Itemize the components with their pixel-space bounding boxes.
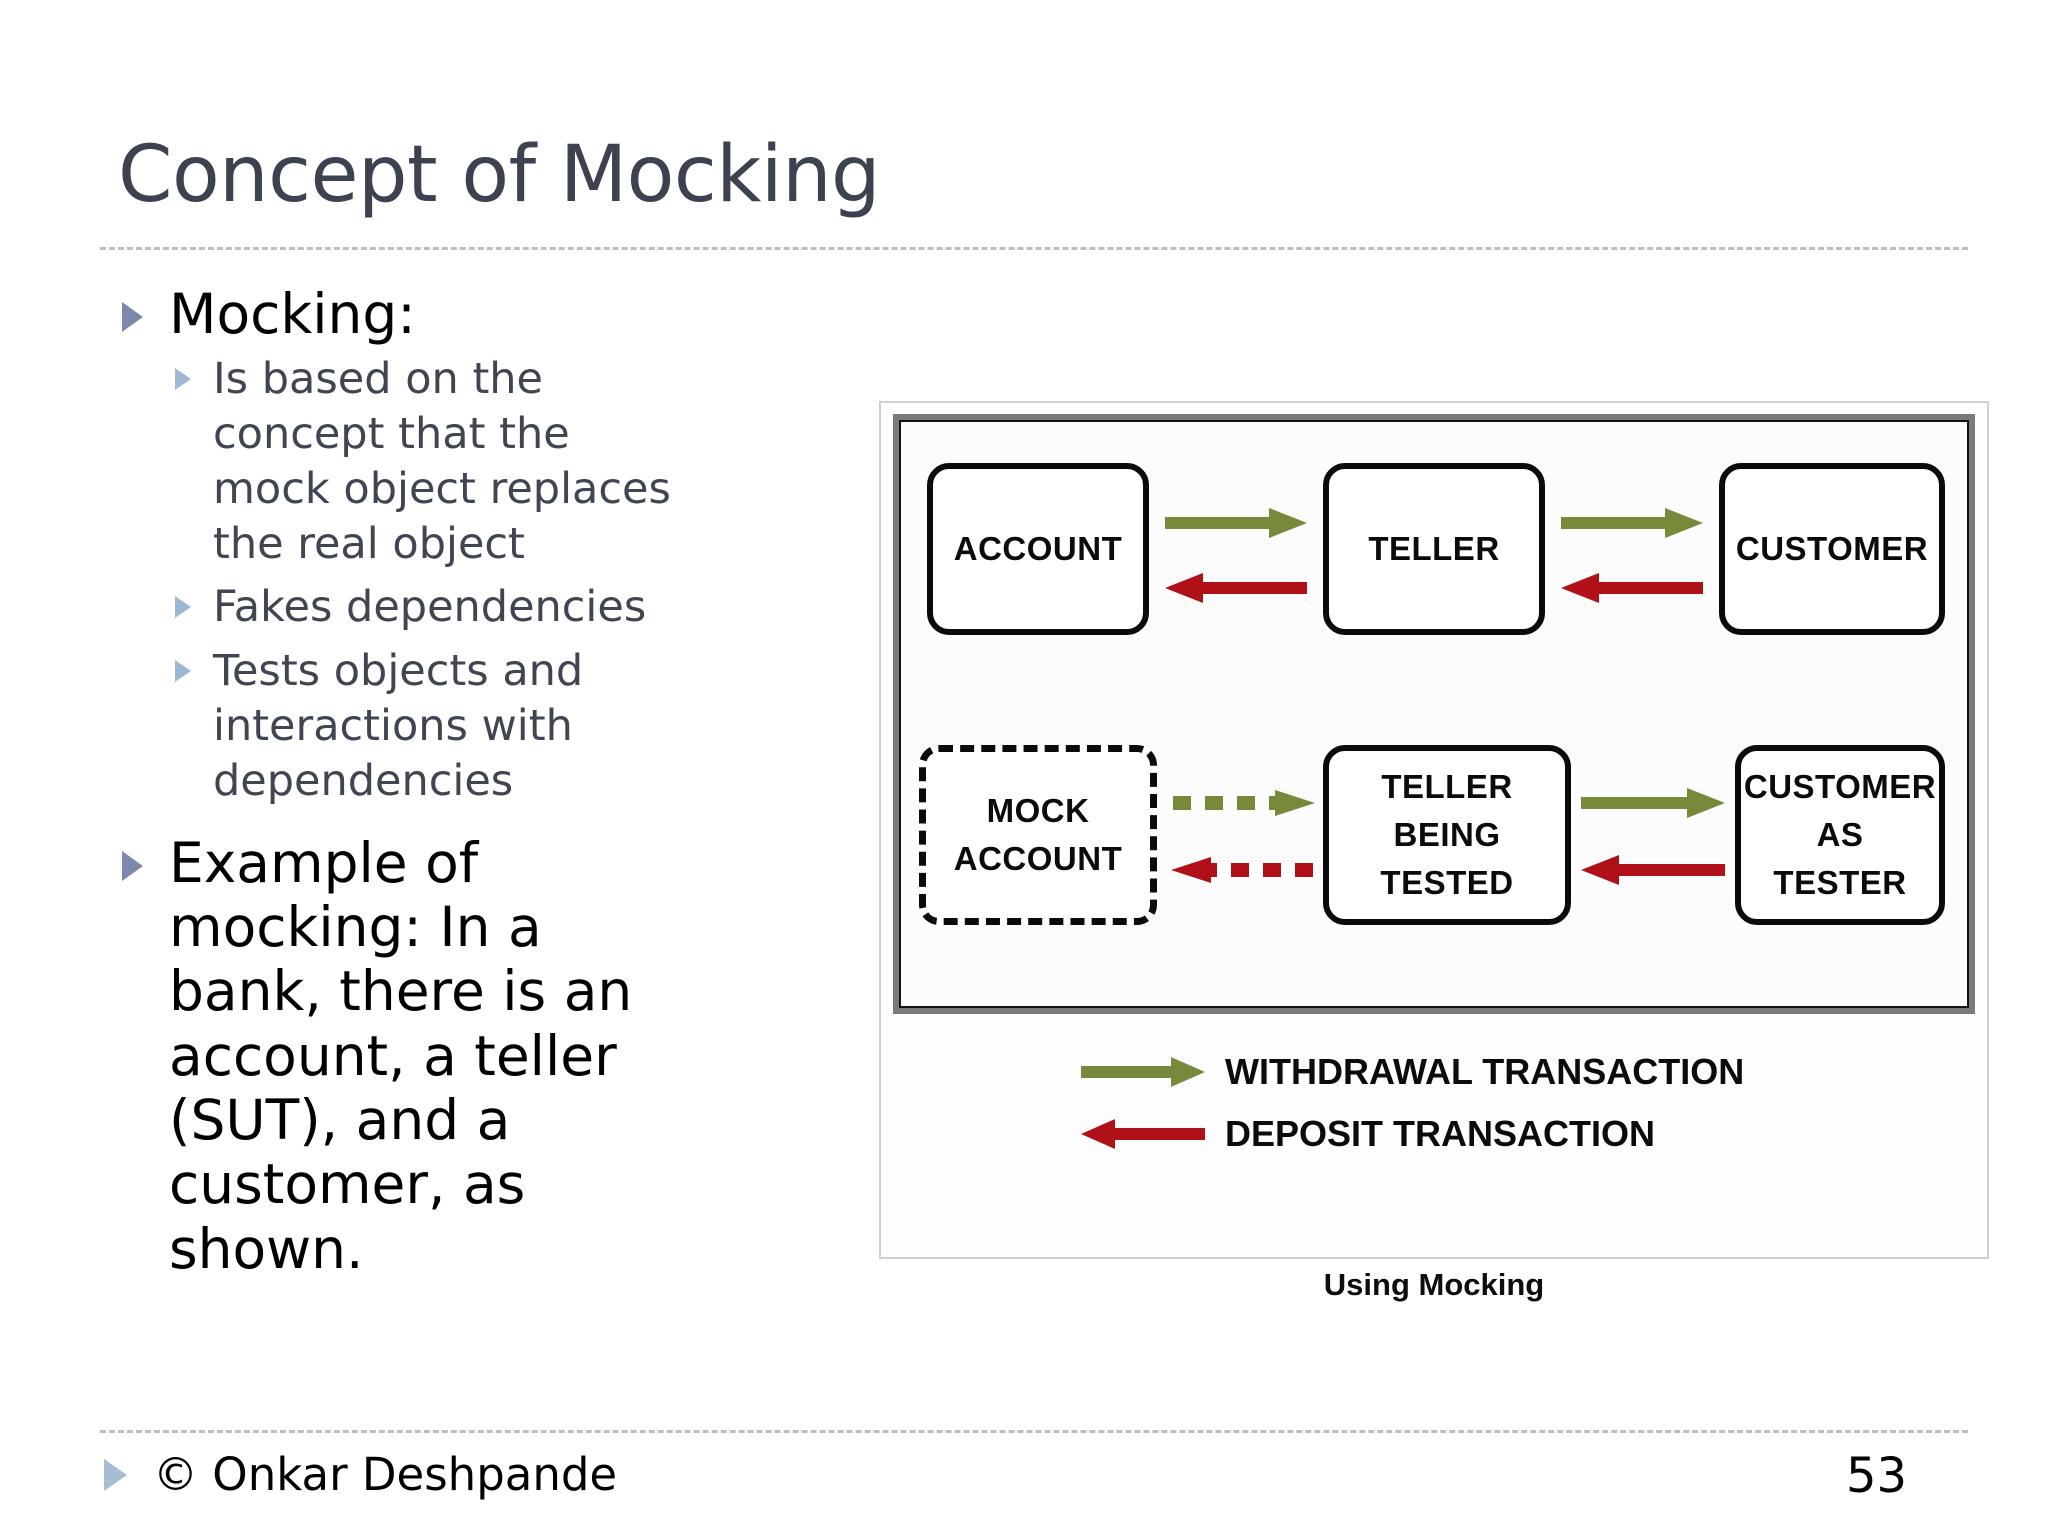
title-divider <box>100 247 1968 250</box>
legend-item-withdrawal: WITHDRAWAL TRANSACTION <box>1079 1041 1779 1103</box>
legend-label-withdrawal: WITHDRAWAL TRANSACTION <box>1225 1051 1745 1092</box>
bullet-triangle-icon <box>122 302 143 332</box>
legend-label-deposit: DEPOSIT TRANSACTION <box>1225 1113 1656 1154</box>
bullet-triangle-icon <box>122 850 143 881</box>
node-label-line2: BEING TESTED <box>1380 816 1514 901</box>
withdrawal-arrow-mock-teller-dashed-icon <box>1169 786 1317 820</box>
deposit-arrow-customer-tester-teller-icon <box>1579 853 1727 887</box>
deposit-arrow-teller-mock-dashed-icon <box>1169 853 1317 887</box>
bullet-label-example: Example of mocking: In a bank, there is … <box>169 830 633 1281</box>
node-label-line2: TESTER <box>1773 863 1907 901</box>
bullet-label-mocking: Mocking: <box>169 282 416 346</box>
node-label-line2: ACCOUNT <box>953 840 1123 877</box>
bullet-triangle-icon <box>175 659 191 682</box>
node-customer: CUSTOMER <box>1719 463 1945 635</box>
node-label: TELLER <box>1368 530 1500 568</box>
deposit-legend-arrow-icon <box>1079 1117 1207 1151</box>
withdrawal-arrow-teller-customer-icon <box>1559 506 1705 540</box>
node-teller: TELLER <box>1323 463 1545 635</box>
footer: © Onkar Deshpande <box>104 1448 617 1501</box>
withdrawal-legend-arrow-icon <box>1079 1055 1207 1089</box>
page-title: Concept of Mocking <box>118 130 881 220</box>
sub-bullet-list: Is based on the concept that the mock ob… <box>100 352 900 808</box>
node-mock-account: MOCK ACCOUNT <box>919 745 1157 925</box>
bullet-item-mocking: Mocking: <box>100 282 900 346</box>
node-customer-as-tester: CUSTOMER AS TESTER <box>1735 745 1945 925</box>
footer-copyright: © Onkar Deshpande <box>153 1448 618 1501</box>
deposit-arrow-customer-teller-icon <box>1559 571 1705 605</box>
footer-divider <box>100 1430 1968 1433</box>
deposit-arrow-teller-account-icon <box>1163 571 1309 605</box>
mocking-diagram: ACCOUNT TELLER CUSTOMER <box>879 401 1989 1302</box>
node-account: ACCOUNT <box>927 463 1149 635</box>
node-teller-being-tested: TELLER BEING TESTED <box>1323 745 1571 925</box>
bullet-triangle-icon <box>175 596 191 619</box>
sub-bullet-label: Tests objects and interactions with depe… <box>213 645 584 806</box>
node-label: CUSTOMER <box>1735 530 1929 568</box>
sub-bullet-item: Fakes dependencies <box>100 580 900 635</box>
bullet-triangle-icon <box>104 1458 127 1491</box>
diagram-legend: WITHDRAWAL TRANSACTION DEPOSIT TRANSACTI… <box>1079 1041 1779 1165</box>
sub-bullet-item: Is based on the concept that the mock ob… <box>100 352 900 572</box>
node-label-line1: MOCK <box>986 792 1090 830</box>
sub-bullet-item: Tests objects and interactions with depe… <box>100 644 900 809</box>
page-number: 53 <box>1846 1448 1908 1504</box>
node-label-line1: CUSTOMER AS <box>1743 768 1937 854</box>
sub-bullet-label: Fakes dependencies <box>213 582 647 633</box>
bullet-triangle-icon <box>175 368 191 391</box>
withdrawal-arrow-account-teller-icon <box>1163 506 1309 540</box>
node-label: ACCOUNT <box>953 530 1123 568</box>
bullet-item-example: Example of mocking: In a bank, there is … <box>100 831 900 1281</box>
figure-caption: Using Mocking <box>1323 1267 1545 1302</box>
node-label-line1: TELLER <box>1381 768 1513 806</box>
withdrawal-arrow-teller-customer-tester-icon <box>1579 786 1727 820</box>
legend-item-deposit: DEPOSIT TRANSACTION <box>1079 1103 1779 1165</box>
sub-bullet-label: Is based on the concept that the mock ob… <box>213 354 671 570</box>
content-body: Mocking: Is based on the concept that th… <box>100 282 900 1281</box>
